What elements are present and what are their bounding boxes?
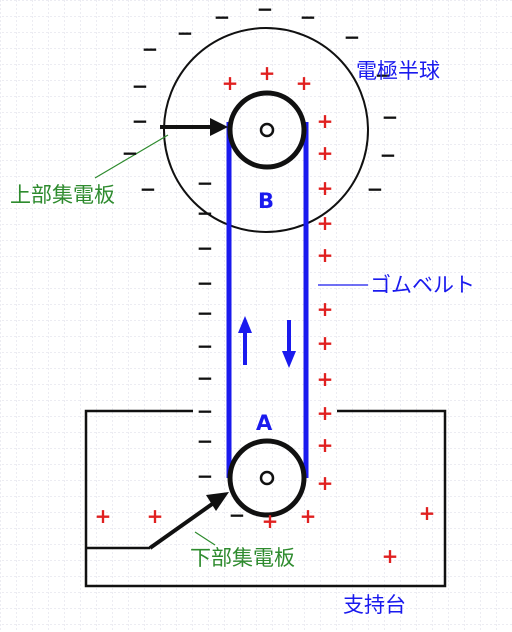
roller-b — [227, 90, 307, 170]
minus-charge: − — [214, 5, 231, 29]
upper-plate-label: 上部集電板 — [10, 183, 115, 207]
minus-charge: − — [122, 141, 139, 165]
plus-charge: + — [259, 61, 276, 85]
plus-charge: + — [262, 509, 279, 533]
plus-charge: + — [317, 297, 334, 321]
plus-charge: + — [147, 504, 164, 528]
plus-charge: + — [382, 544, 399, 568]
roller-a — [227, 438, 307, 518]
minus-charge: − — [132, 109, 149, 133]
minus-charge: − — [197, 236, 214, 260]
minus-charge: − — [197, 201, 214, 225]
plus-charge: + — [317, 211, 334, 235]
roller-a-axle — [259, 470, 275, 486]
plus-charge: + — [317, 243, 334, 267]
charge-symbols: ++++++++++++++++++++−−−−−−−−−−−−−−−−−−−−… — [95, 0, 436, 568]
lower-collector-arrowhead — [206, 492, 229, 511]
minus-charge: − — [140, 177, 157, 201]
plus-charge: + — [317, 331, 334, 355]
upper-plate-leader — [94, 134, 169, 179]
minus-charge: − — [375, 63, 392, 87]
plus-charge: + — [317, 176, 334, 200]
electrode-hemisphere — [163, 27, 369, 233]
minus-charge: − — [197, 334, 214, 358]
minus-charge: − — [257, 0, 274, 21]
stand-label: 支持台 — [343, 593, 406, 617]
minus-charge: − — [197, 464, 214, 488]
minus-charge: − — [142, 37, 159, 61]
roller-b-letter: B — [258, 189, 274, 213]
roller-b-axle — [259, 122, 275, 138]
plus-charge: + — [419, 501, 436, 525]
plus-charge: + — [317, 401, 334, 425]
plus-charge: + — [222, 71, 239, 95]
lower-plate-label: 下部集電板 — [190, 546, 295, 570]
plus-charge: + — [95, 504, 112, 528]
hemisphere-label: 電極半球 — [356, 59, 440, 83]
lower-plate-leader — [194, 531, 216, 546]
belt-down-arrow — [282, 320, 296, 368]
minus-charge: − — [197, 271, 214, 295]
plus-charge: + — [317, 433, 334, 457]
plus-charge: + — [317, 109, 334, 133]
minus-charge: − — [197, 366, 214, 390]
minus-charge: − — [197, 429, 214, 453]
minus-charge: − — [380, 143, 397, 167]
minus-charge: − — [132, 74, 149, 98]
lower-collector-plate — [148, 500, 217, 550]
belt-label: ゴムベルト — [370, 273, 475, 297]
plus-charge: + — [296, 71, 313, 95]
support-stand — [84, 409, 447, 588]
belt-up-arrow — [238, 316, 252, 365]
minus-charge: − — [197, 399, 214, 423]
roller-a-letter: A — [256, 411, 273, 435]
plus-charge: + — [317, 471, 334, 495]
minus-charge: − — [197, 171, 214, 195]
minus-charge: − — [344, 25, 361, 49]
minus-charge: − — [229, 503, 246, 527]
minus-charge: − — [300, 5, 317, 29]
minus-charge: − — [382, 105, 399, 129]
minus-charge: − — [197, 301, 214, 325]
minus-charge: − — [177, 21, 194, 45]
upper-collector-arrowhead — [210, 118, 228, 136]
plus-charge: + — [317, 141, 334, 165]
plus-charge: + — [300, 504, 317, 528]
minus-charge: − — [367, 177, 384, 201]
plus-charge: + — [317, 367, 334, 391]
